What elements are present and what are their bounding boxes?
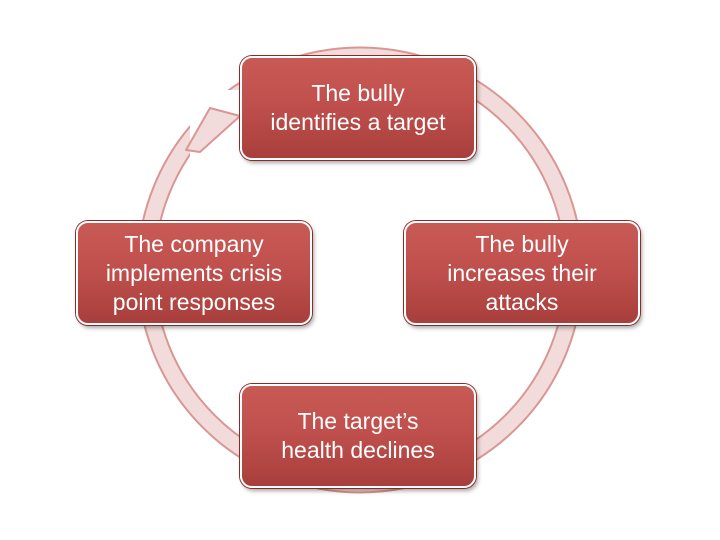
cycle-arrowhead	[185, 107, 241, 153]
step-label-line: identifies a target	[270, 109, 446, 135]
step-label-line: The bully	[475, 230, 569, 257]
cycle-step-target-health-declines: The target’s health declines	[240, 384, 476, 488]
step-label: The bully increases their attacks	[447, 230, 597, 317]
step-label-line: The target’s	[297, 408, 419, 434]
step-label: The company implements crisis point resp…	[106, 230, 282, 317]
step-label-line: increases their	[447, 259, 597, 286]
cycle-step-bully-increases-attacks: The bully increases their attacks	[404, 221, 640, 325]
cycle-step-bully-identifies-target: The bully identifies a target	[240, 56, 476, 160]
step-label-line: The company	[124, 230, 264, 257]
step-label: The target’s health declines	[281, 407, 434, 465]
step-label-line: implements crisis	[105, 259, 283, 286]
cycle-step-company-crisis-responses: The company implements crisis point resp…	[76, 221, 312, 325]
step-label-line: attacks	[485, 288, 559, 315]
step-label-line: point responses	[112, 288, 276, 315]
step-label-line: The bully	[311, 80, 405, 106]
step-label: The bully identifies a target	[270, 79, 445, 137]
step-label-line: health declines	[281, 437, 435, 463]
